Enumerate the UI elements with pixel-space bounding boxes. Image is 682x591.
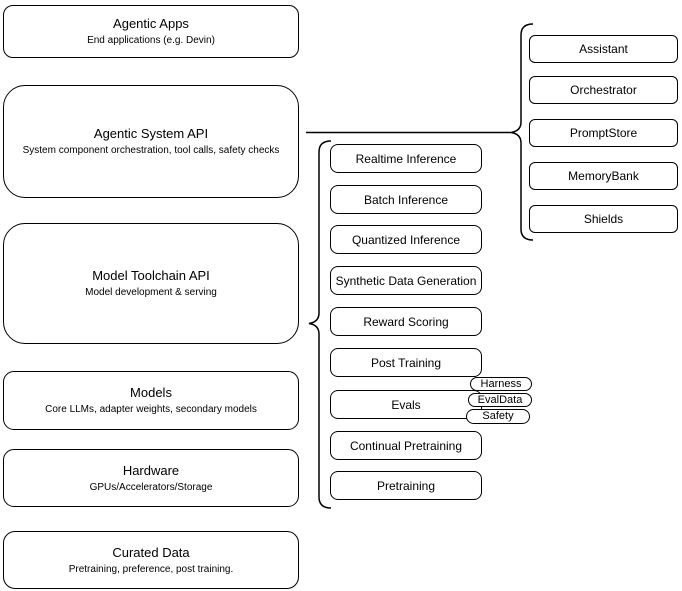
toolchain-item-label: Batch Inference xyxy=(363,192,449,207)
toolchain-item-label: Synthetic Data Generation xyxy=(335,273,477,288)
component-promptstore: PromptStore xyxy=(529,119,678,147)
eval-pill-harness: Harness xyxy=(470,377,532,391)
eval-pill-label: EvalData xyxy=(477,393,523,406)
eval-pill-label: Safety xyxy=(482,410,514,422)
toolchain-item-post-training: Post Training xyxy=(330,348,482,377)
box-subtitle: GPUs/Accelerators/Storage xyxy=(89,481,213,493)
component-label: Assistant xyxy=(579,42,628,56)
component-orchestrator: Orchestrator xyxy=(529,76,678,104)
toolchain-brace xyxy=(308,140,332,509)
box-curated-data: Curated Data Pretraining, preference, po… xyxy=(3,531,299,589)
toolchain-item-label: Post Training xyxy=(370,355,442,370)
box-agentic-system-api: Agentic System API System component orch… xyxy=(3,85,299,198)
eval-pill-safety: Safety xyxy=(466,409,530,424)
toolchain-item-realtime-inference: Realtime Inference xyxy=(330,144,482,173)
box-hardware: Hardware GPUs/Accelerators/Storage xyxy=(3,449,299,507)
box-subtitle: System component orchestration, tool cal… xyxy=(22,145,280,156)
component-label: Orchestrator xyxy=(570,83,637,97)
box-subtitle: End applications (e.g. Devin) xyxy=(87,35,215,46)
box-title: Hardware xyxy=(122,462,180,478)
toolchain-item-pretraining: Pretraining xyxy=(330,471,482,500)
toolchain-item-synthetic-data-generation: Synthetic Data Generation xyxy=(330,266,482,295)
eval-pill-evaldata: EvalData xyxy=(468,393,532,407)
eval-pill-label: Harness xyxy=(480,377,522,390)
toolchain-item-label: Pretraining xyxy=(376,478,436,493)
box-agentic-apps: Agentic Apps End applications (e.g. Devi… xyxy=(3,5,299,58)
box-title: Agentic Apps xyxy=(113,16,189,31)
toolchain-item-label: Reward Scoring xyxy=(363,314,449,329)
component-assistant: Assistant xyxy=(529,35,678,63)
component-shields: Shields xyxy=(529,205,678,233)
box-models: Models Core LLMs, adapter weights, secon… xyxy=(3,371,299,430)
toolchain-item-reward-scoring: Reward Scoring xyxy=(330,307,482,336)
box-subtitle: Model development & serving xyxy=(85,287,217,298)
box-title: Model Toolchain API xyxy=(92,268,210,283)
toolchain-item-label: Realtime Inference xyxy=(355,151,457,166)
toolchain-item-label: Evals xyxy=(391,397,421,412)
toolchain-item-label: Quantized Inference xyxy=(351,232,461,247)
box-model-toolchain-api: Model Toolchain API Model development & … xyxy=(3,223,299,344)
toolchain-item-continual-pretraining: Continual Pretraining xyxy=(330,431,482,460)
toolchain-item-label: Continual Pretraining xyxy=(349,438,463,453)
component-memorybank: MemoryBank xyxy=(529,162,678,190)
box-title: Models xyxy=(130,385,172,400)
component-label: MemoryBank xyxy=(568,169,639,183)
box-subtitle: Core LLMs, adapter weights, secondary mo… xyxy=(45,404,257,415)
component-label: PromptStore xyxy=(569,126,638,140)
toolchain-item-batch-inference: Batch Inference xyxy=(330,185,482,214)
toolchain-item-evals: Evals xyxy=(330,390,482,419)
toolchain-item-quantized-inference: Quantized Inference xyxy=(330,225,482,254)
box-title: Agentic System API xyxy=(93,126,209,141)
box-title: Curated Data xyxy=(112,544,190,560)
component-label: Shields xyxy=(583,212,624,226)
box-subtitle: Pretraining, preference, post training. xyxy=(68,563,234,575)
